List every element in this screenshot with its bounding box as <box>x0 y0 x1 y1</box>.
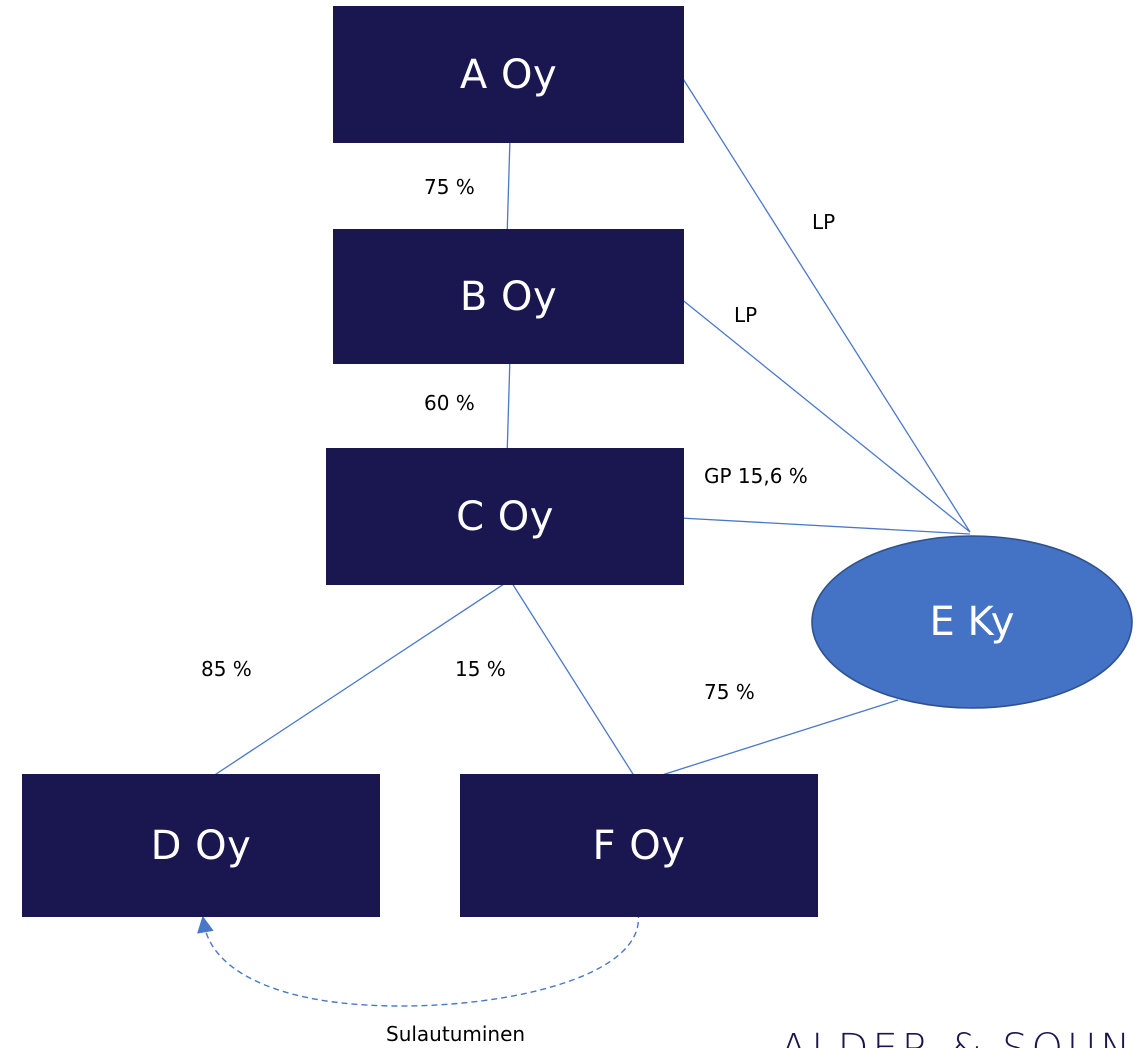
node-c-label: C Oy <box>456 493 554 540</box>
node-a-oy: A Oy <box>333 6 684 143</box>
edge-label-a-e: LP <box>812 210 836 234</box>
node-b-oy: B Oy <box>333 229 684 364</box>
node-d-label: D Oy <box>150 822 252 869</box>
edge-label-b-e: LP <box>734 303 758 327</box>
edge-label-a-b: 75 % <box>424 175 475 199</box>
edge-a-e <box>679 73 971 533</box>
edge-label-e-f: 75 % <box>704 680 755 704</box>
edge-c-d <box>203 579 511 783</box>
brand-logo-text: ALDER & SOUND <box>780 1026 1137 1048</box>
edge-label-c-f: 15 % <box>455 657 506 681</box>
edge-e-f <box>639 699 899 783</box>
edge-c-f <box>509 579 639 783</box>
merger-arrow <box>197 911 639 1007</box>
edge-c-e <box>679 517 971 535</box>
node-a-label: A Oy <box>459 51 558 98</box>
edge-label-c-d: 85 % <box>201 657 252 681</box>
edge-label-c-e: GP 15,6 % <box>704 464 808 488</box>
node-f-oy: F Oy <box>460 774 818 917</box>
edge-b-c <box>506 355 511 459</box>
node-b-label: B Oy <box>459 273 558 320</box>
merger-label: Sulautuminen <box>386 1022 526 1046</box>
edge-label-b-c: 60 % <box>424 391 475 415</box>
edge-b-e <box>679 297 971 533</box>
node-d-oy: D Oy <box>22 774 380 917</box>
node-f-label: F Oy <box>592 822 686 869</box>
e-ky-ellipse <box>811 535 1133 709</box>
node-e-label: E Ky <box>929 599 1015 645</box>
edge-a-b <box>506 137 511 239</box>
node-c-oy: C Oy <box>326 448 684 585</box>
